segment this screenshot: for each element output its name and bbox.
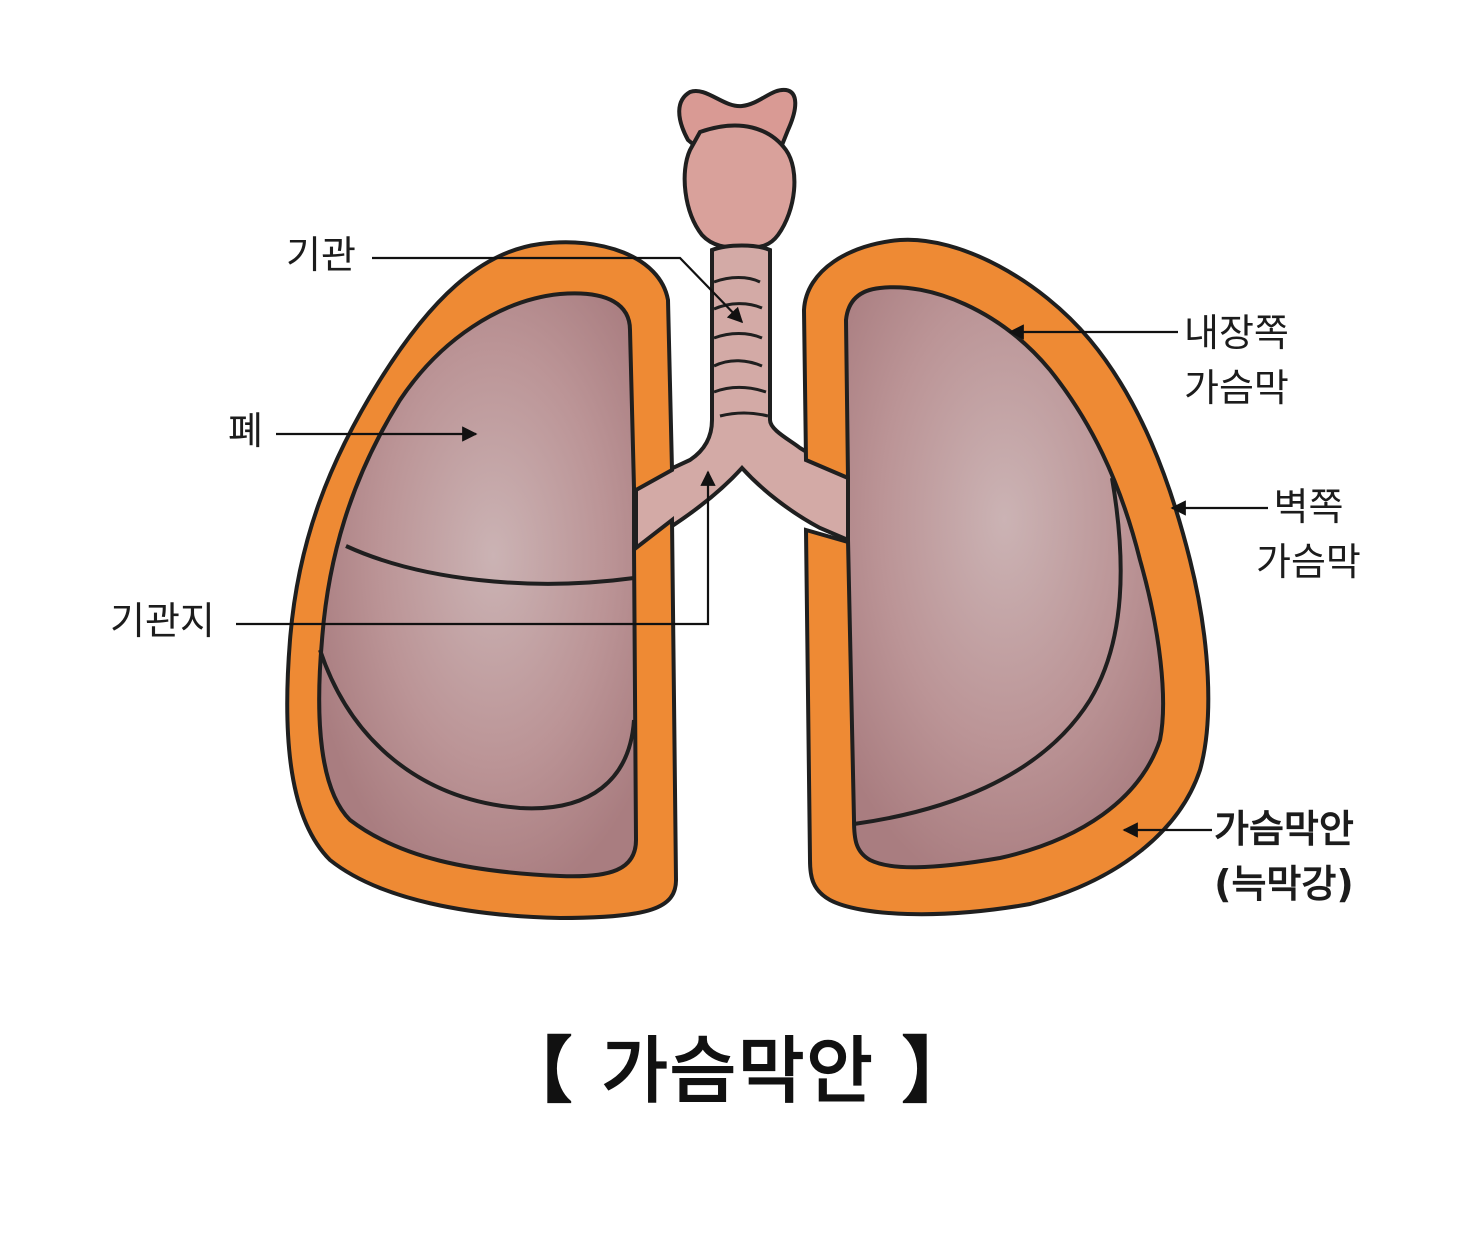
parietal-pleura-label-line2: 가슴막 <box>1256 540 1361 585</box>
lung-label: 폐 <box>228 409 263 453</box>
right-lung <box>801 237 1211 917</box>
visceral-pleura-label-line1: 내장쪽 <box>1184 311 1289 355</box>
left-oblique-fissure <box>318 649 636 811</box>
left-lung <box>285 240 679 921</box>
bronchus-label: 기관지 <box>110 599 215 643</box>
trachea-label: 기관 <box>286 233 356 277</box>
pleural-cavity-label: 가슴막안 (늑막강) <box>1214 802 1354 912</box>
left-lung-tissue <box>317 291 639 879</box>
right-lung-tissue <box>843 285 1166 870</box>
left-horizontal-fissure <box>345 544 635 586</box>
trachea <box>631 243 853 552</box>
parietal-pleura-label: 벽쪽 가슴막 <box>1256 480 1361 590</box>
right-oblique-fissure <box>853 477 1123 826</box>
visceral-pleura-label-line2: 가슴막 <box>1184 366 1289 411</box>
bronchus-pointer <box>236 470 716 626</box>
diagram-title: 【 가슴막안 】 <box>500 1029 976 1113</box>
pleural-cavity-label-line1: 가슴막안 <box>1214 807 1354 851</box>
visceral-pleura-label: 내장쪽 가슴막 <box>1184 306 1289 416</box>
pleural-cavity-label-line2: (늑막강) <box>1214 862 1354 907</box>
leader-lines <box>236 256 1268 838</box>
larynx <box>677 87 798 251</box>
trachea-pointer <box>372 256 744 324</box>
parietal-pleura-label-line1: 벽쪽 <box>1273 485 1344 529</box>
